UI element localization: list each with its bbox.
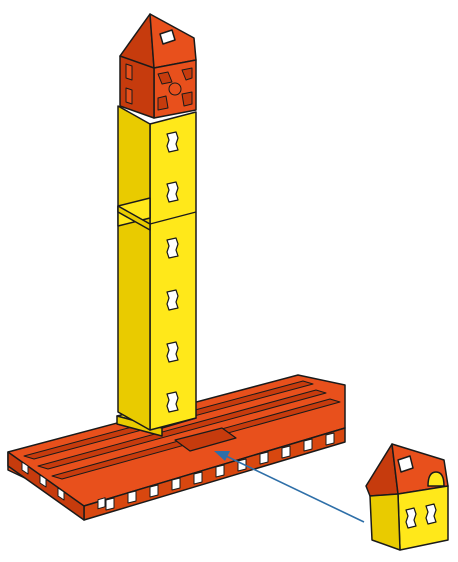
small-block-front (398, 486, 448, 550)
red-roof-top (120, 14, 196, 118)
arrow-line (226, 456, 364, 522)
tower-front (150, 112, 196, 430)
small-house-block (366, 444, 448, 550)
assembly-arrow (214, 451, 364, 522)
small-block-left (370, 494, 400, 550)
small-roof-arch (428, 472, 444, 486)
tower-left (118, 106, 150, 430)
yellow-tower (117, 106, 196, 436)
